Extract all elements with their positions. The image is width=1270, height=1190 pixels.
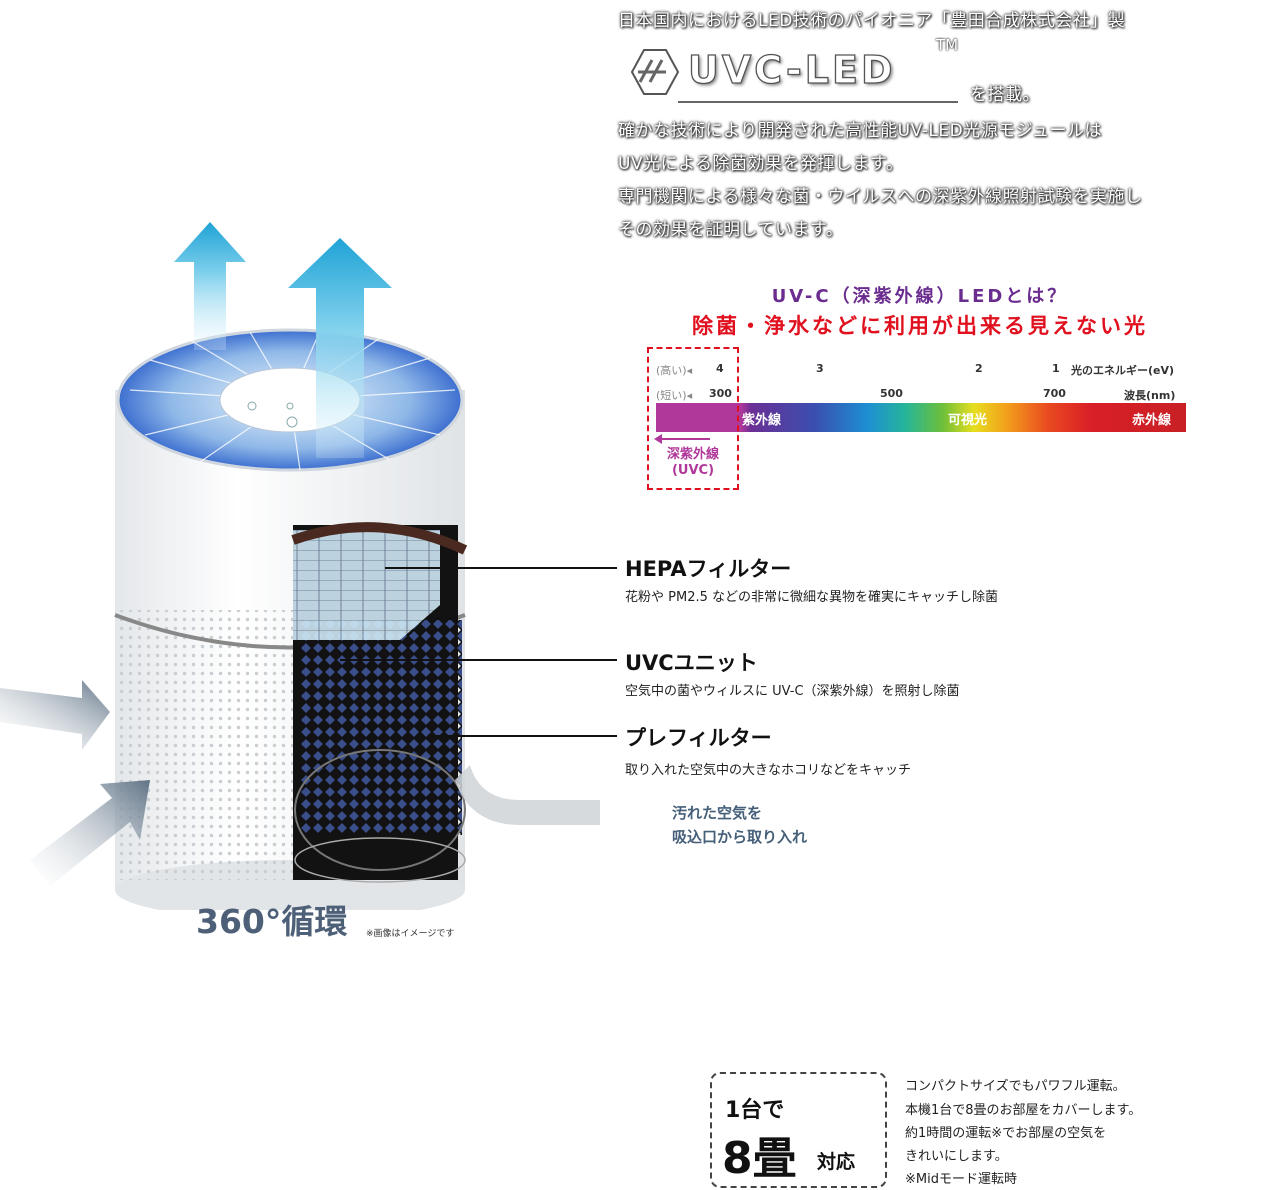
light-spectrum-bar <box>656 403 1186 432</box>
room-text-4: きれいにします。 <box>905 1149 1008 1164</box>
intro-line-6: その効果を証明しています。 <box>618 220 844 240</box>
intake-flow-shape <box>455 765 600 825</box>
uvc-led-logo <box>630 49 958 103</box>
uvc-headline: 除菌・浄水などに利用が出来る見えない光 <box>692 314 1148 338</box>
band-infrared: 赤外線 <box>1132 413 1172 428</box>
wave-tick-700: 700 <box>1043 387 1066 400</box>
intro-line-4: UV光による除菌効果を発揮します。 <box>618 154 904 174</box>
feature-desc-hepa: 花粉や PM2.5 などの非常に微細な異物を確実にキャッチし除菌 <box>625 590 998 605</box>
deep-uv-abbr: (UVC) <box>671 463 715 478</box>
energy-axis-label: 光のエネルギー(eV) <box>1071 364 1175 377</box>
intake-label-1: 汚れた空気を <box>672 804 763 822</box>
deep-uv-label: 深紫外線 <box>666 447 719 462</box>
wave-prefix: (短い)◂ <box>656 389 693 402</box>
feature-desc-prefilter: 取り入れた空気中の大きなホコリなどをキャッチ <box>625 763 912 778</box>
cutaway-inner <box>291 522 468 883</box>
wave-tick-500: 500 <box>880 387 903 400</box>
uvc-callout-line <box>340 659 617 661</box>
circulation-label: 360°循環 <box>196 902 348 941</box>
room-line-1: 1台で <box>725 1098 785 1123</box>
air-purifier-illustration <box>0 222 600 910</box>
energy-tick-3: 3 <box>816 362 824 375</box>
feature-title-hepa: HEPAフィルター <box>625 557 792 581</box>
energy-prefix: (高い)◂ <box>656 364 693 377</box>
uvc-emblem-icon <box>630 49 680 95</box>
band-ultraviolet: 紫外線 <box>742 413 782 428</box>
intro-line-1: 日本国内におけるLED技術のパイオニア「豊田合成株式会社」製 <box>618 11 1126 31</box>
intake-arrow-icon <box>30 780 150 886</box>
hepa-callout-line <box>385 567 617 569</box>
energy-tick-4: 4 <box>716 362 724 375</box>
trademark-mark: TM <box>936 36 959 54</box>
intake-label-2: 吸込口から取り入れ <box>672 828 808 846</box>
image-note: ※画像はイメージです <box>366 929 455 939</box>
room-text-5: ※Midモード運転時 <box>905 1172 1017 1187</box>
intro-line-5: 専門機関による様々な菌・ウイルスへの深紫外線照射試験を実施し <box>618 187 1143 207</box>
energy-tick-2: 2 <box>975 362 983 375</box>
room-text-2: 本機1台で8畳のお部屋をカバーします。 <box>905 1103 1142 1118</box>
wave-tick-300: 300 <box>709 387 732 400</box>
left-arrow-icon <box>654 434 710 444</box>
up-arrow-icon <box>288 238 392 458</box>
intro-line-2: を搭載。 <box>970 85 1040 105</box>
uvc-led-logo-text: UVC-LED <box>687 47 896 92</box>
room-coverage-box <box>710 1072 887 1188</box>
uvc-highlight-frame <box>647 347 739 490</box>
room-size: 8畳 <box>722 1133 797 1184</box>
feature-title-uvc: UVCユニット <box>625 651 758 675</box>
uvc-question-heading: UV-C（深紫外線）LEDとは？ <box>771 286 1069 307</box>
energy-tick-1: 1 <box>1052 362 1060 375</box>
feature-title-prefilter: プレフィルター <box>625 726 772 750</box>
up-arrow-icon <box>174 222 246 350</box>
wave-axis-label: 波長(nm) <box>1124 389 1176 402</box>
feature-desc-uvc: 空気中の菌やウィルスに UV-C（深紫外線）を照射し除菌 <box>625 684 960 699</box>
intro-line-3: 確かな技術により開発された高性能UV-LED光源モジュールは <box>618 121 1102 141</box>
band-visible: 可視光 <box>948 413 988 428</box>
room-suffix: 対応 <box>817 1151 856 1173</box>
prefilter-callout-line <box>428 735 617 737</box>
room-text-3: 約1時間の運転※でお部屋の空気を <box>905 1126 1107 1141</box>
intake-arrow-icon <box>0 680 110 750</box>
room-text-1: コンパクトサイズでもパワフル運転。 <box>905 1079 1126 1094</box>
